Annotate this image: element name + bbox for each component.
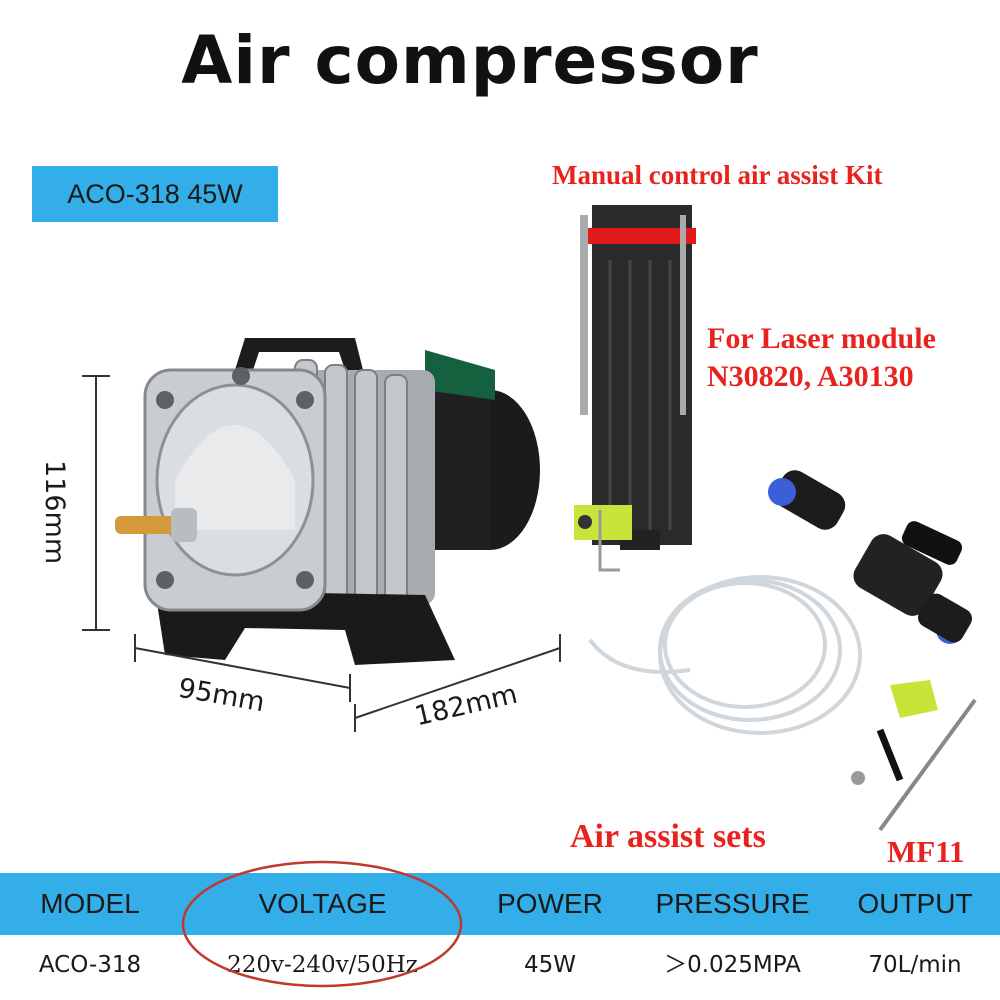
spec-table-header: MODEL VOLTAGE POWER PRESSURE OUTPUT	[0, 873, 1000, 935]
header-output: OUTPUT	[857, 888, 973, 919]
value-model: ACO-318	[38, 952, 142, 978]
kit-title: Manual control air assist Kit	[552, 160, 883, 190]
air-assist-sets-label: Air assist sets	[570, 818, 766, 855]
spec-table-row: ACO-318 220v-240v/50Hz 45W ＞0.025MPA 70L…	[0, 935, 1000, 995]
laser-module-codes: N30820, A30130	[707, 360, 914, 393]
part-code-label: MF11	[887, 834, 965, 869]
value-output: 70L/min	[868, 952, 962, 978]
dimension-height-label: 116mm	[39, 460, 70, 565]
air-compressor-image	[115, 338, 540, 665]
air-assist-kit-image	[574, 205, 977, 832]
laser-module-label: For Laser module	[707, 322, 936, 355]
spec-table: MODEL VOLTAGE POWER PRESSURE OUTPUT ACO-…	[0, 873, 1000, 995]
value-power: 45W	[523, 952, 576, 978]
value-voltage: 220v-240v/50Hz	[227, 952, 418, 978]
header-voltage: VOLTAGE	[258, 888, 387, 919]
header-pressure: PRESSURE	[655, 888, 810, 919]
value-pressure: ＞0.025MPA	[664, 952, 801, 978]
voltage-highlight-ring	[181, 860, 463, 988]
header-power: POWER	[497, 888, 603, 919]
header-model: MODEL	[40, 888, 140, 919]
model-badge: ACO-318 45W	[32, 166, 278, 222]
page-title: Air compressor	[181, 22, 759, 99]
